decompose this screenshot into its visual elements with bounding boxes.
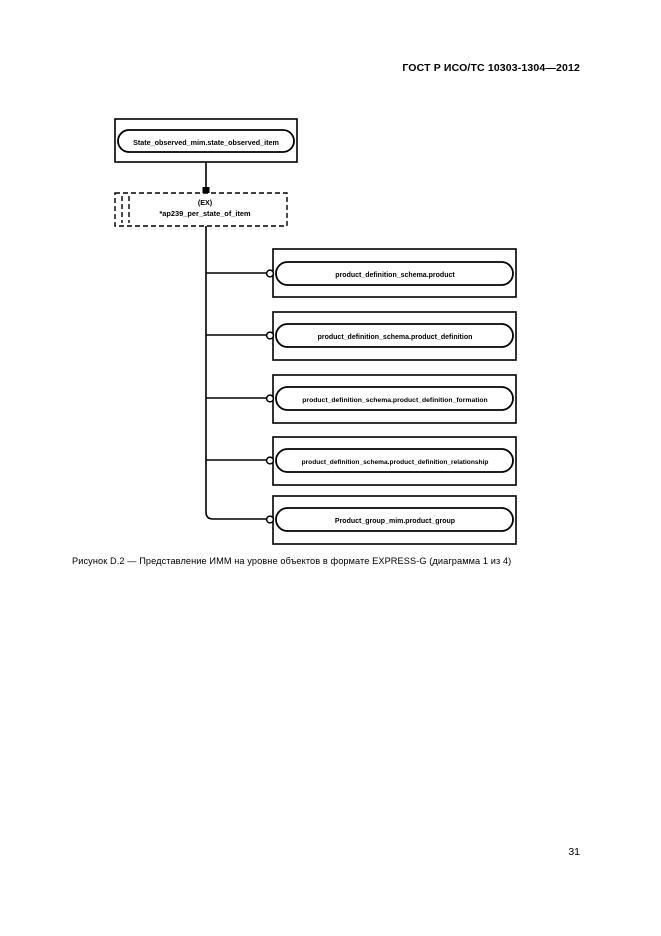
node-child-3[interactable]: product_definition_schema.product_defini… <box>265 374 517 424</box>
node-child-1-rounded-box <box>275 261 514 286</box>
node-child-2-rounded-box <box>275 323 514 348</box>
node-schema-ref-label: *ap239_per_state_of_item <box>159 209 251 218</box>
figure-caption: Рисунок D.2 — Представление ИММ на уровн… <box>72 556 512 566</box>
node-child-2-label: product_definition_schema.product_defini… <box>318 334 473 341</box>
document-header-standard-number: ГОСТ Р ИСО/ТС 10303-1304—2012 <box>402 62 580 74</box>
node-schema-ref-tag: (EX) <box>198 198 213 207</box>
node-child-2-relationship-circle-icon <box>265 331 275 340</box>
figure-express-g-diagram: State_observed_mim.state_observed_item (… <box>114 118 517 545</box>
node-child-1-label: product_definition_schema.product <box>335 272 455 279</box>
page-number: 31 <box>568 846 580 858</box>
node-child-4-relationship-circle-icon <box>265 456 275 465</box>
node-child-1[interactable]: product_definition_schema.product <box>265 248 517 298</box>
connector-lines <box>205 162 266 520</box>
node-child-3-label: product_definition_schema.product_defini… <box>302 397 487 404</box>
node-child-4-rounded-box <box>275 448 514 473</box>
node-child-5[interactable]: Product_group_mim.product_group <box>265 495 517 545</box>
diagram-canvas: State_observed_mim.state_observed_item (… <box>114 118 517 545</box>
node-child-3-rounded-box <box>275 386 514 411</box>
node-child-3-relationship-circle-icon <box>265 394 275 403</box>
junction-square-marker <box>202 187 210 193</box>
connector-trunk <box>205 226 266 520</box>
node-root-rounded-box <box>117 129 295 153</box>
node-child-4[interactable]: product_definition_schema.product_defini… <box>265 436 517 486</box>
node-child-5-rounded-box <box>275 507 514 532</box>
node-child-2[interactable]: product_definition_schema.product_defini… <box>265 311 517 361</box>
node-root-label: State_observed_mim.state_observed_item <box>133 138 279 147</box>
node-child-1-relationship-circle-icon <box>265 269 275 278</box>
node-child-5-label: Product_group_mim.product_group <box>335 518 455 525</box>
node-child-5-relationship-circle-icon <box>265 515 275 524</box>
node-child-4-label: product_definition_schema.product_defini… <box>302 459 489 466</box>
node-schema-reference[interactable]: (EX) *ap239_per_state_of_item <box>114 192 288 227</box>
node-schema-ref-dashed-frame <box>114 192 288 227</box>
node-root-entity[interactable]: State_observed_mim.state_observed_item <box>114 118 298 163</box>
